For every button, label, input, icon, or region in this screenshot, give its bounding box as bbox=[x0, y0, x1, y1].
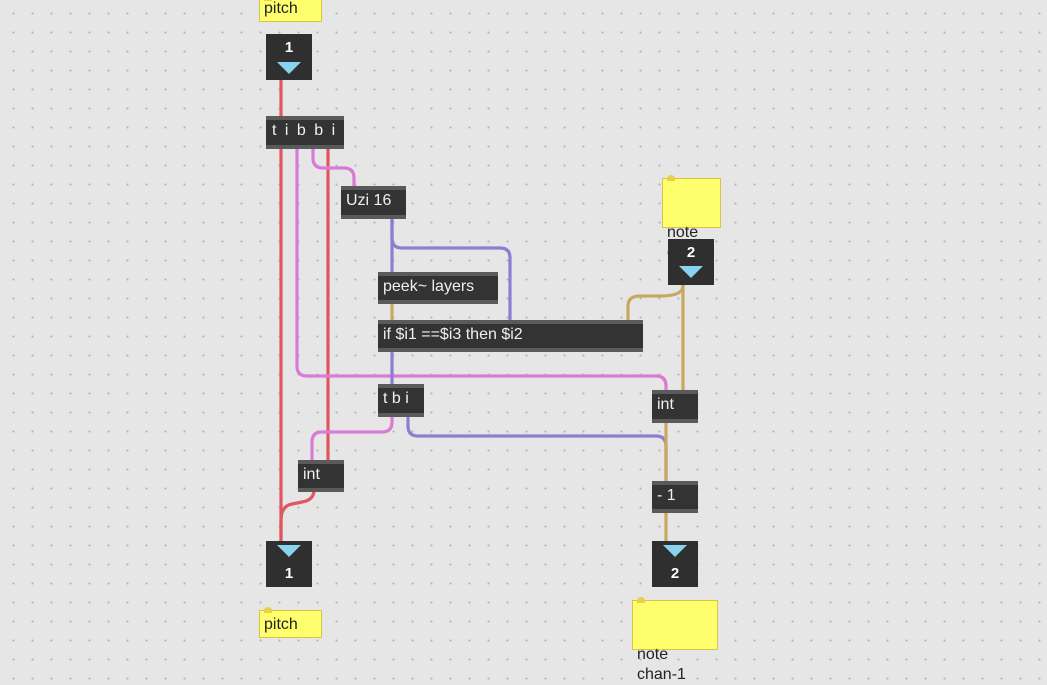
cord-chan-to-if bbox=[626, 280, 685, 324]
comment-text: note chan-1 bbox=[637, 646, 686, 683]
inlet-arrow-icon bbox=[277, 62, 301, 74]
outlet-arrow-icon bbox=[277, 545, 301, 557]
cord-trigger-to-uzi bbox=[311, 146, 356, 190]
object-text: peek~ layers bbox=[383, 278, 475, 295]
if-object[interactable]: if $i1 ==$i3 then $i2 bbox=[378, 320, 643, 352]
inlet-arrow-icon bbox=[679, 266, 703, 278]
outlet-number: 1 bbox=[284, 565, 294, 582]
outlet-number: 2 bbox=[670, 565, 680, 582]
object-text: Uzi 16 bbox=[346, 192, 392, 209]
comment-tab bbox=[667, 175, 675, 181]
object-text: - 1 bbox=[657, 487, 676, 504]
cord-tbi-to-minus bbox=[406, 414, 668, 486]
trigger-bi-object[interactable]: t b i bbox=[378, 384, 424, 417]
comment-pitch-bottom[interactable]: pitch bbox=[259, 607, 322, 638]
object-text: t i b b i bbox=[272, 122, 338, 139]
int-right-object[interactable]: int bbox=[652, 390, 698, 423]
object-text: if $i1 ==$i3 then $i2 bbox=[383, 326, 523, 343]
peek-object[interactable]: peek~ layers bbox=[378, 272, 498, 304]
object-text: int bbox=[657, 396, 674, 413]
object-text: t b i bbox=[383, 390, 409, 407]
inlet-number: 1 bbox=[284, 39, 294, 56]
trigger-object[interactable]: t i b b i bbox=[266, 116, 344, 149]
inlet-number: 2 bbox=[686, 244, 696, 261]
comment-text: pitch bbox=[264, 0, 298, 17]
cord-tbi-to-int-left bbox=[310, 414, 394, 464]
uzi-object[interactable]: Uzi 16 bbox=[341, 186, 406, 219]
outlet-chan[interactable]: 2 bbox=[652, 541, 698, 587]
comment-note-chan-top[interactable]: note chan bbox=[662, 175, 721, 261]
outlet-arrow-icon bbox=[663, 545, 687, 557]
cord-trigger-to-int-right bbox=[295, 146, 668, 394]
comment-tab bbox=[264, 607, 272, 613]
inlet-pitch[interactable]: 1 bbox=[266, 34, 312, 80]
cord-uzi-to-if bbox=[390, 215, 512, 324]
int-left-object[interactable]: int bbox=[298, 460, 344, 492]
object-text: int bbox=[303, 466, 320, 483]
comment-tab bbox=[637, 597, 645, 603]
comment-pitch-top[interactable]: pitch bbox=[259, 0, 322, 22]
outlet-pitch[interactable]: 1 bbox=[266, 541, 312, 587]
minus-object[interactable]: - 1 bbox=[652, 481, 698, 513]
comment-text: pitch bbox=[264, 616, 298, 633]
inlet-chan[interactable]: 2 bbox=[668, 239, 714, 285]
cord-int-left-to-pitch-out bbox=[279, 488, 316, 548]
comment-tab bbox=[264, 0, 272, 1]
comment-note-chan-bottom[interactable]: note chan-1 bbox=[632, 597, 718, 683]
